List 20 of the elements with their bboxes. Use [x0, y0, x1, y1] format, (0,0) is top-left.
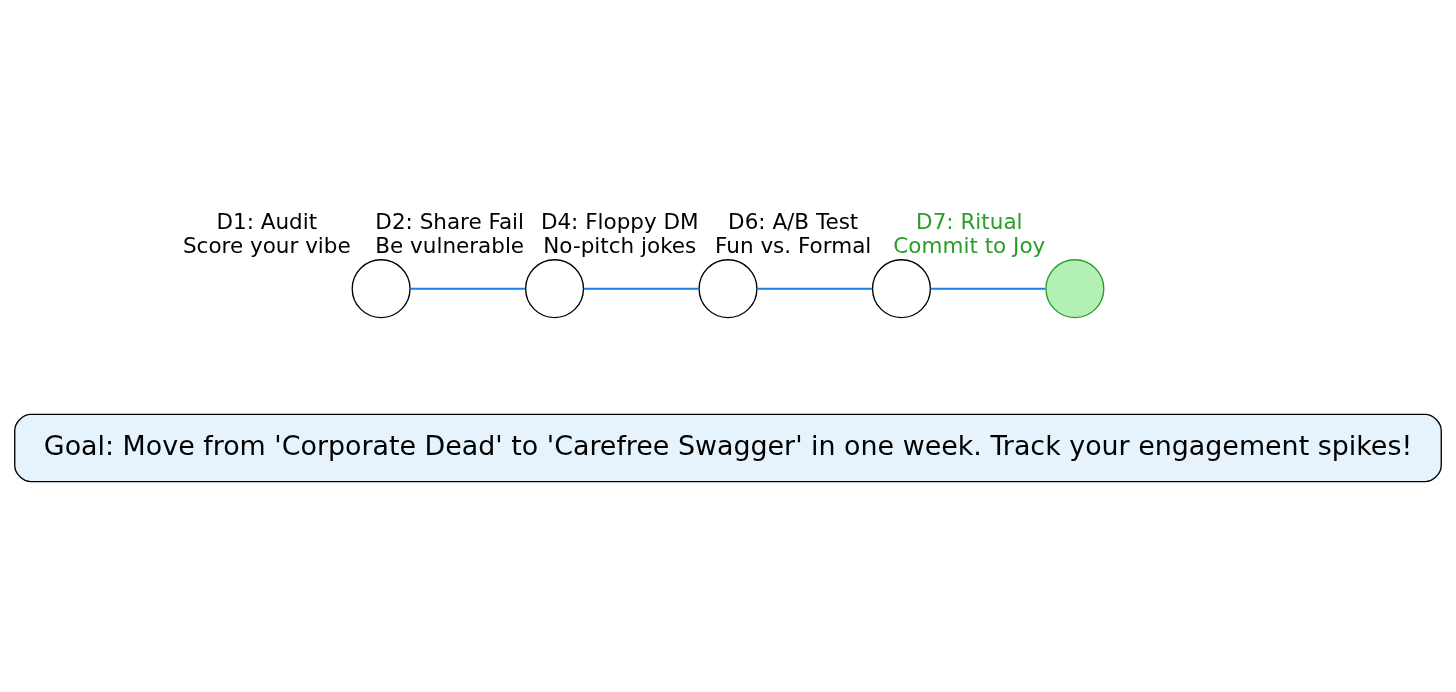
node-label: D7: Ritual: [916, 208, 1023, 234]
node-label: D6: A/B Test: [728, 208, 859, 234]
node-label: D1: Audit: [216, 208, 318, 234]
node-label: Score your vibe: [182, 232, 351, 258]
node-label: D2: Share Fail: [375, 208, 525, 234]
node-circle: [698, 258, 758, 318]
node-label: Fun vs. Formal: [715, 232, 872, 258]
node-label: Be vulnerable: [375, 232, 525, 258]
node-circle: [1045, 258, 1105, 318]
connector: [410, 287, 526, 290]
node-label: D4: Floppy DM: [540, 208, 699, 234]
node-box: Goal: Move from 'Corporate Dead' to 'Carefree Swagger' in one week. Track your engagement spikes!: [14, 413, 1442, 482]
node-label: No-pitch jokes: [543, 232, 697, 258]
connector: [583, 287, 699, 290]
node-circle: [525, 258, 585, 318]
connector: [930, 287, 1046, 290]
node-label: Commit to Joy: [893, 232, 1046, 258]
node-circle: [871, 258, 931, 318]
connector: [757, 287, 873, 290]
node-circle: [351, 258, 411, 318]
